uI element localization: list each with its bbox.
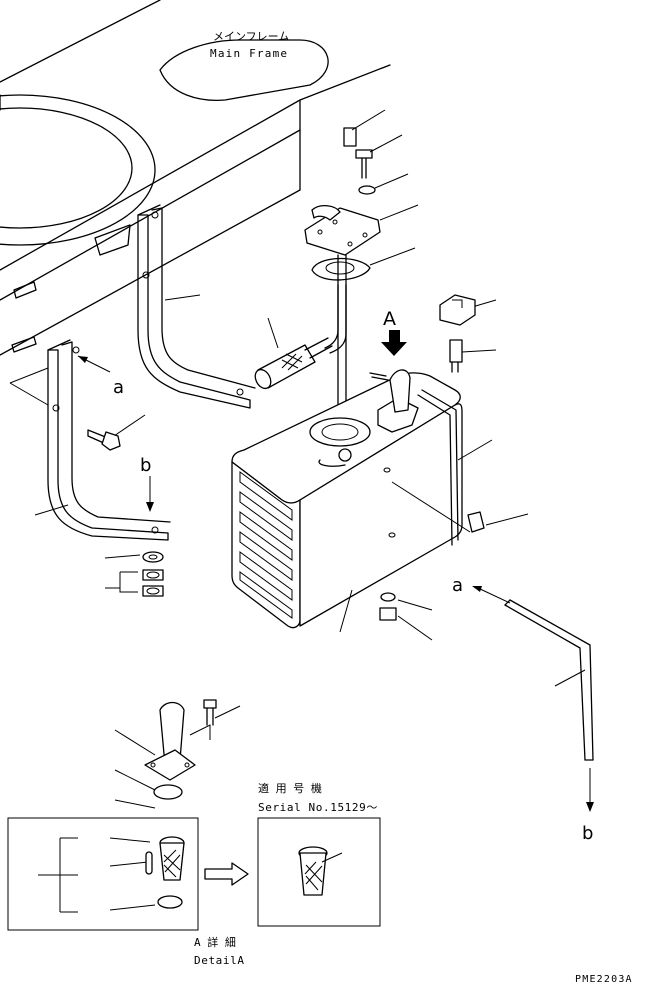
arrow-a-right: [472, 586, 511, 604]
breather-valve: [449, 339, 463, 373]
detail-jp: A 詳 細: [194, 935, 236, 949]
arrow-b-right: [586, 768, 594, 812]
callout-a-left: a: [113, 377, 124, 398]
detail-box-left: [7, 817, 199, 931]
main-frame-en: Main Frame: [210, 47, 288, 60]
washer-nut-set: [142, 551, 164, 597]
transition-arrow: [204, 862, 249, 886]
main-frame-jp: メインフレーム: [213, 30, 289, 43]
detail-en: DetailA: [194, 954, 245, 967]
callout-lines-right-top: [351, 109, 419, 266]
arrow-b-left: [146, 476, 154, 512]
view-marker-a: A: [383, 308, 396, 330]
drain-hose: [504, 599, 594, 761]
view-arrow-a: [381, 330, 407, 356]
sender-assembly: [254, 127, 381, 421]
main-frame: [0, 0, 391, 356]
callout-a-right: a: [452, 575, 463, 596]
drawing-code: PME2203A: [575, 974, 633, 984]
serial-en: Serial No.15129～: [258, 801, 378, 814]
callout-b-right: b: [582, 823, 593, 844]
tank-cap: [439, 294, 476, 326]
fuel-tank: [231, 369, 485, 629]
detail-box-right: [257, 817, 381, 927]
rear-bracket: [137, 204, 256, 409]
filler-assembly: [114, 699, 241, 809]
callout-b-left: b: [140, 455, 151, 476]
arrow-a-left: [77, 355, 111, 373]
callout-lines-tank: [339, 299, 529, 641]
bolt: [87, 429, 121, 451]
front-bracket: [47, 339, 171, 541]
serial-jp: 適 用 号 機: [258, 781, 322, 795]
